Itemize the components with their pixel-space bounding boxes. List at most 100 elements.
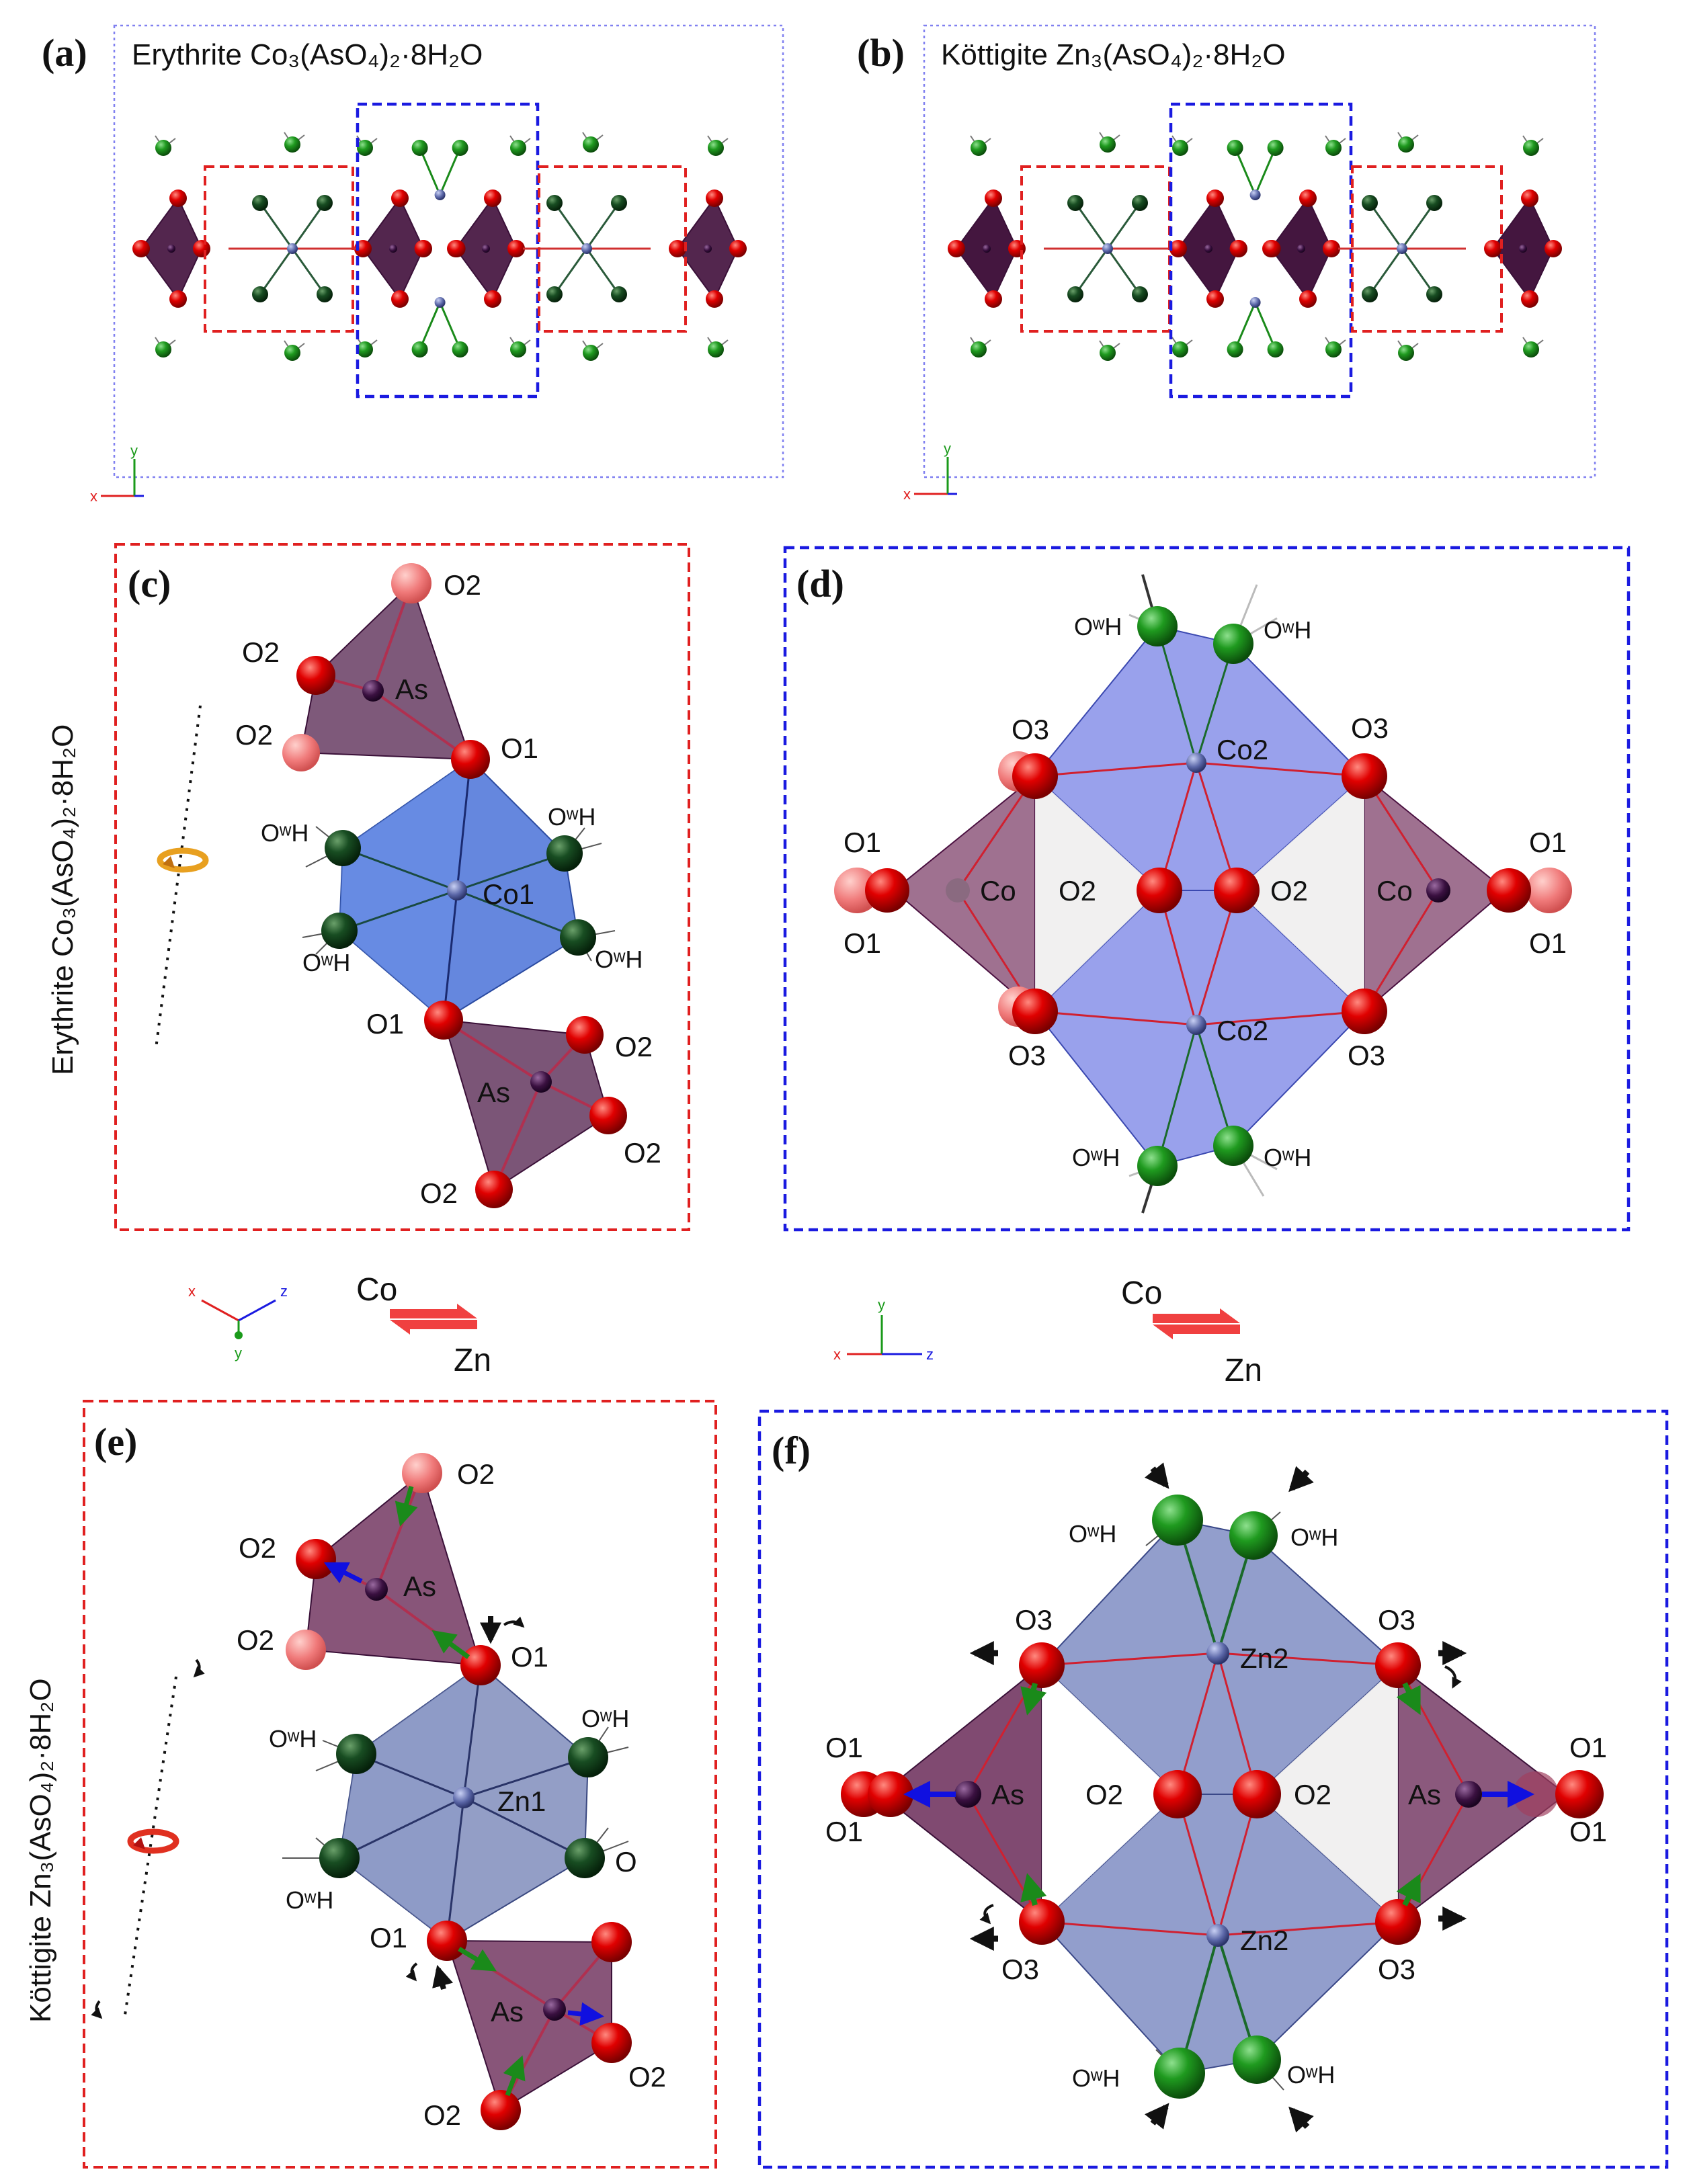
- chain-water-oxygen: [1267, 140, 1284, 156]
- axes-d: x y z: [833, 1296, 934, 1363]
- chain-free-water: [971, 341, 987, 358]
- lbl-f-o3-2: O3: [1378, 1604, 1415, 1636]
- atom-o2-c3: [589, 1097, 627, 1134]
- rotation-axis-e: [123, 1676, 177, 2020]
- axes-c: x z y: [188, 1283, 288, 1361]
- panel-d-letter: (d): [796, 562, 844, 605]
- disp-arrow-f3: [1144, 2103, 1169, 2130]
- disp-arrow-f1: [1144, 1462, 1169, 1489]
- swap-right: Co Zn: [1121, 1275, 1262, 1388]
- chain-water-oxygen: [452, 140, 468, 156]
- chain-oxygen: [132, 240, 150, 257]
- swap-left-bottom: Zn: [454, 1343, 491, 1378]
- lbl-d-ow-3: OʷH: [1072, 1144, 1120, 1171]
- lbl-f-ow-2: OʷH: [1290, 1523, 1338, 1551]
- panel-b-frame: [923, 24, 1596, 478]
- chain-free-water: [971, 140, 987, 156]
- chain-free-water: [357, 341, 373, 358]
- atom-o2-fade-c2: [282, 734, 320, 771]
- disp-arrow-f4: [1288, 2106, 1314, 2133]
- lbl-c-ow-2: OʷH: [548, 803, 595, 831]
- chain-water-oxygen: [546, 286, 563, 302]
- chain-metal: [1397, 243, 1407, 254]
- lbl-c-o2-3: O2: [235, 719, 273, 751]
- lbl-f-o3-3: O3: [1001, 1954, 1039, 1985]
- chain-arsenic: [389, 245, 397, 253]
- twist-arrow-e3: [503, 1616, 525, 1628]
- chain-water-oxygen: [1362, 195, 1378, 211]
- chain-free-water: [1523, 341, 1539, 358]
- axis-d-z: z: [926, 1346, 934, 1363]
- atom-o2-e5: [481, 2090, 521, 2130]
- chain-water-oxygen: [611, 195, 627, 211]
- swap-left: Co Zn: [356, 1272, 491, 1378]
- lbl-d-o3-3: O3: [1008, 1040, 1046, 1071]
- lbl-f-o1-1: O1: [825, 1732, 863, 1763]
- atom-zn2-f2: [1206, 1924, 1229, 1947]
- chain-free-water: [155, 140, 171, 156]
- atom-o1-c-bot: [424, 1001, 463, 1040]
- chain-oxygen: [706, 290, 723, 308]
- lbl-d-co-2: Co: [1376, 875, 1413, 907]
- chain-water-oxygen: [317, 286, 333, 302]
- atom-o2-c4: [475, 1171, 513, 1208]
- panel-b-title: Köttigite Zn₃(AsO₄)₂·8H₂O: [941, 38, 1286, 71]
- panel-c-frame: [114, 543, 690, 1231]
- lbl-d-co2-2: Co2: [1217, 1015, 1268, 1046]
- atom-o2-fade-e2: [286, 1630, 326, 1670]
- lbl-d-o1-2: O1: [1529, 827, 1567, 858]
- atom-ow-e4: [565, 1838, 605, 1878]
- chain-metal: [434, 297, 446, 308]
- chain-oxygen: [948, 240, 965, 257]
- chain-free-water: [1100, 345, 1116, 361]
- atom-as-c: [362, 680, 384, 702]
- lbl-f-ow-3: OʷH: [1072, 2064, 1120, 2092]
- lbl-c-o2-5: O2: [624, 1137, 661, 1169]
- disp-arrow-f2: [1288, 1466, 1314, 1493]
- chain-oxygen: [729, 240, 747, 257]
- lbl-e-o2-5: O2: [423, 2099, 461, 2131]
- panel-f-letter: (f): [772, 1429, 811, 1472]
- lbl-d-ow-4: OʷH: [1264, 1144, 1311, 1171]
- atom-ow-f2: [1229, 1511, 1278, 1560]
- lbl-c-as-1: As: [395, 673, 428, 705]
- lbl-c-ow-4: OʷH: [595, 946, 643, 973]
- lbl-f-o1-4: O1: [1569, 1816, 1607, 1847]
- atom-ow-e2: [568, 1737, 608, 1777]
- chain-oxygen: [1206, 290, 1224, 308]
- atom-ow-e1: [336, 1734, 376, 1774]
- chain-water-oxygen: [252, 286, 268, 302]
- lbl-e-as-1: As: [403, 1570, 436, 1602]
- panel-e: (e): [83, 1400, 717, 2169]
- atom-as-f1: [954, 1781, 981, 1808]
- atom-o3-d3: [1012, 989, 1058, 1034]
- swap-right-bottom: Zn: [1225, 1353, 1262, 1388]
- chain-water-oxygen: [317, 195, 333, 211]
- atom-as-f2: [1455, 1781, 1482, 1808]
- panel-d-frame: [783, 546, 1631, 1232]
- chain-arsenic: [1204, 245, 1212, 253]
- chain-arsenic: [1297, 245, 1305, 253]
- axis-d-y: y: [878, 1296, 885, 1313]
- atom-ow-f1: [1152, 1495, 1203, 1546]
- shift-arrow-f5: [1396, 1682, 1421, 1716]
- rotation-axis-c: [155, 705, 202, 1049]
- lbl-c-co1: Co1: [483, 878, 534, 910]
- shift-arrow-e2: [323, 1562, 363, 1584]
- atom-o2-c2: [566, 1016, 604, 1054]
- lbl-f-o1-2: O1: [1569, 1732, 1607, 1763]
- chain-water-oxygen: [611, 286, 627, 302]
- chain-oxygen: [169, 190, 187, 207]
- box-red-left-a: [204, 165, 354, 333]
- twist-arrow-f2: [979, 1904, 994, 1925]
- chain-free-water: [1100, 136, 1116, 153]
- shift-arrow-e1: [395, 1486, 418, 1527]
- lbl-d-ow-1: OʷH: [1074, 613, 1122, 640]
- lbl-c-o2-2: O2: [242, 636, 280, 668]
- chain-oxygen: [1299, 290, 1317, 308]
- atom-o3-f3: [1019, 1899, 1065, 1945]
- chain-free-water: [1398, 345, 1414, 361]
- lbl-d-co-1: Co: [980, 875, 1016, 907]
- atom-co-d1: [946, 878, 970, 902]
